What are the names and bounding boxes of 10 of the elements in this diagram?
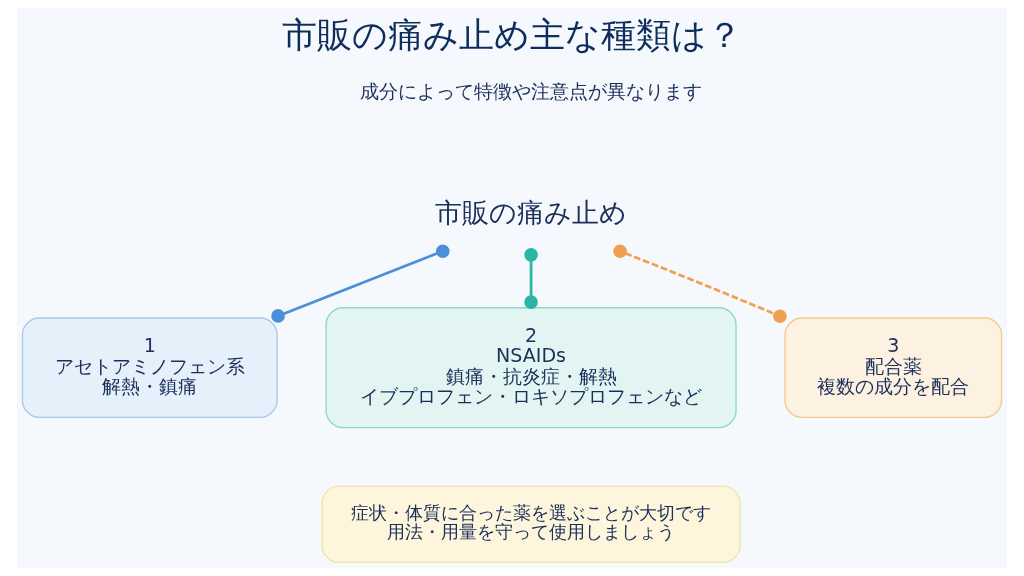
- connector: [271, 244, 450, 323]
- node-box: 症状・体質に合った薬を選ぶことが大切です 用法・用量を守って使用しましょう: [321, 485, 741, 564]
- diagram-title: 市販の痛み止め主な種類は？: [282, 14, 742, 56]
- connector: [524, 248, 538, 309]
- node-text: 市販の痛み止め: [435, 196, 628, 228]
- node-box: 2 NSAIDs 鎮痛・抗炎症・解熱 イブプロフェン・ロキソプロフェンなど: [325, 307, 737, 429]
- connector: [613, 244, 787, 324]
- label: 成分によって特徴や注意点が異なります: [360, 80, 703, 103]
- node-box: 1 アセトアミノフェン系 解熱・鎮痛: [21, 317, 278, 419]
- node-box: 3 配合薬 複数の成分を配合: [784, 317, 1003, 419]
